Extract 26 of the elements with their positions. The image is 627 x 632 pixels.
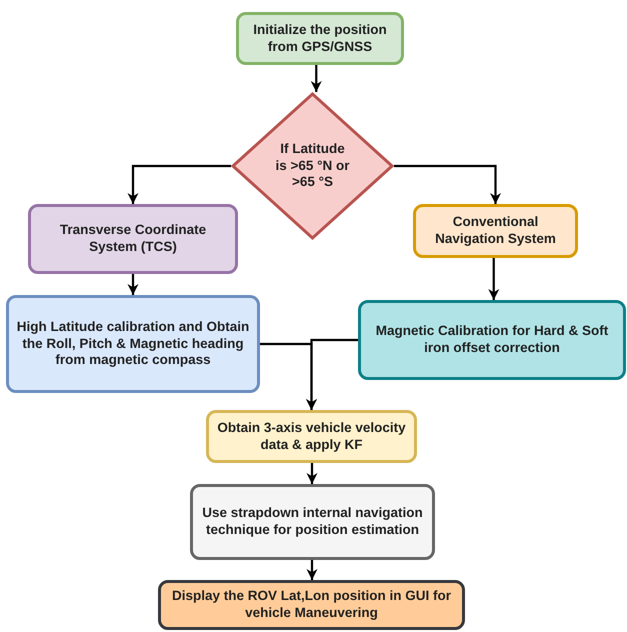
process-box: [190, 484, 435, 560]
arrow: [306, 463, 318, 484]
arrow: [310, 65, 322, 92]
arrow: [306, 338, 358, 410]
arrow: [488, 258, 500, 300]
step-text: Conventional Navigation System: [434, 214, 557, 248]
step-text: Initialize the position from GPS/GNSS: [252, 22, 388, 56]
process-box: [413, 204, 578, 258]
process-box: [358, 300, 626, 380]
step-text: Use strapdown internal navigation technique for position estimation: [201, 505, 424, 539]
step-text: Magnetic Calibration for Hard & Soft iron offset correction: [374, 323, 610, 357]
process-box: [206, 410, 417, 463]
process-box: [6, 295, 260, 393]
step-text: High Latitude calibration and Obtain the Roll, Pitch & Magnetic heading from magnetic compass: [16, 318, 250, 370]
step-text: Obtain 3-axis vehicle velocity data & apply KF: [216, 420, 407, 454]
step-text: Display the ROV Lat,Lon position in GUI for vehicle Maneuvering: [170, 588, 452, 622]
arrow: [306, 560, 318, 580]
step-text: If Latitude is >65 °N or >65 °S: [274, 140, 351, 192]
process-box: [28, 204, 238, 274]
arrow: [394, 164, 501, 204]
decision-diamond: [231, 92, 394, 240]
step-text: Transverse Coordinate System (TCS): [58, 222, 208, 256]
process-box: [158, 580, 465, 630]
arrow: [128, 164, 231, 204]
arrow: [128, 274, 138, 295]
process-box: [236, 12, 404, 65]
